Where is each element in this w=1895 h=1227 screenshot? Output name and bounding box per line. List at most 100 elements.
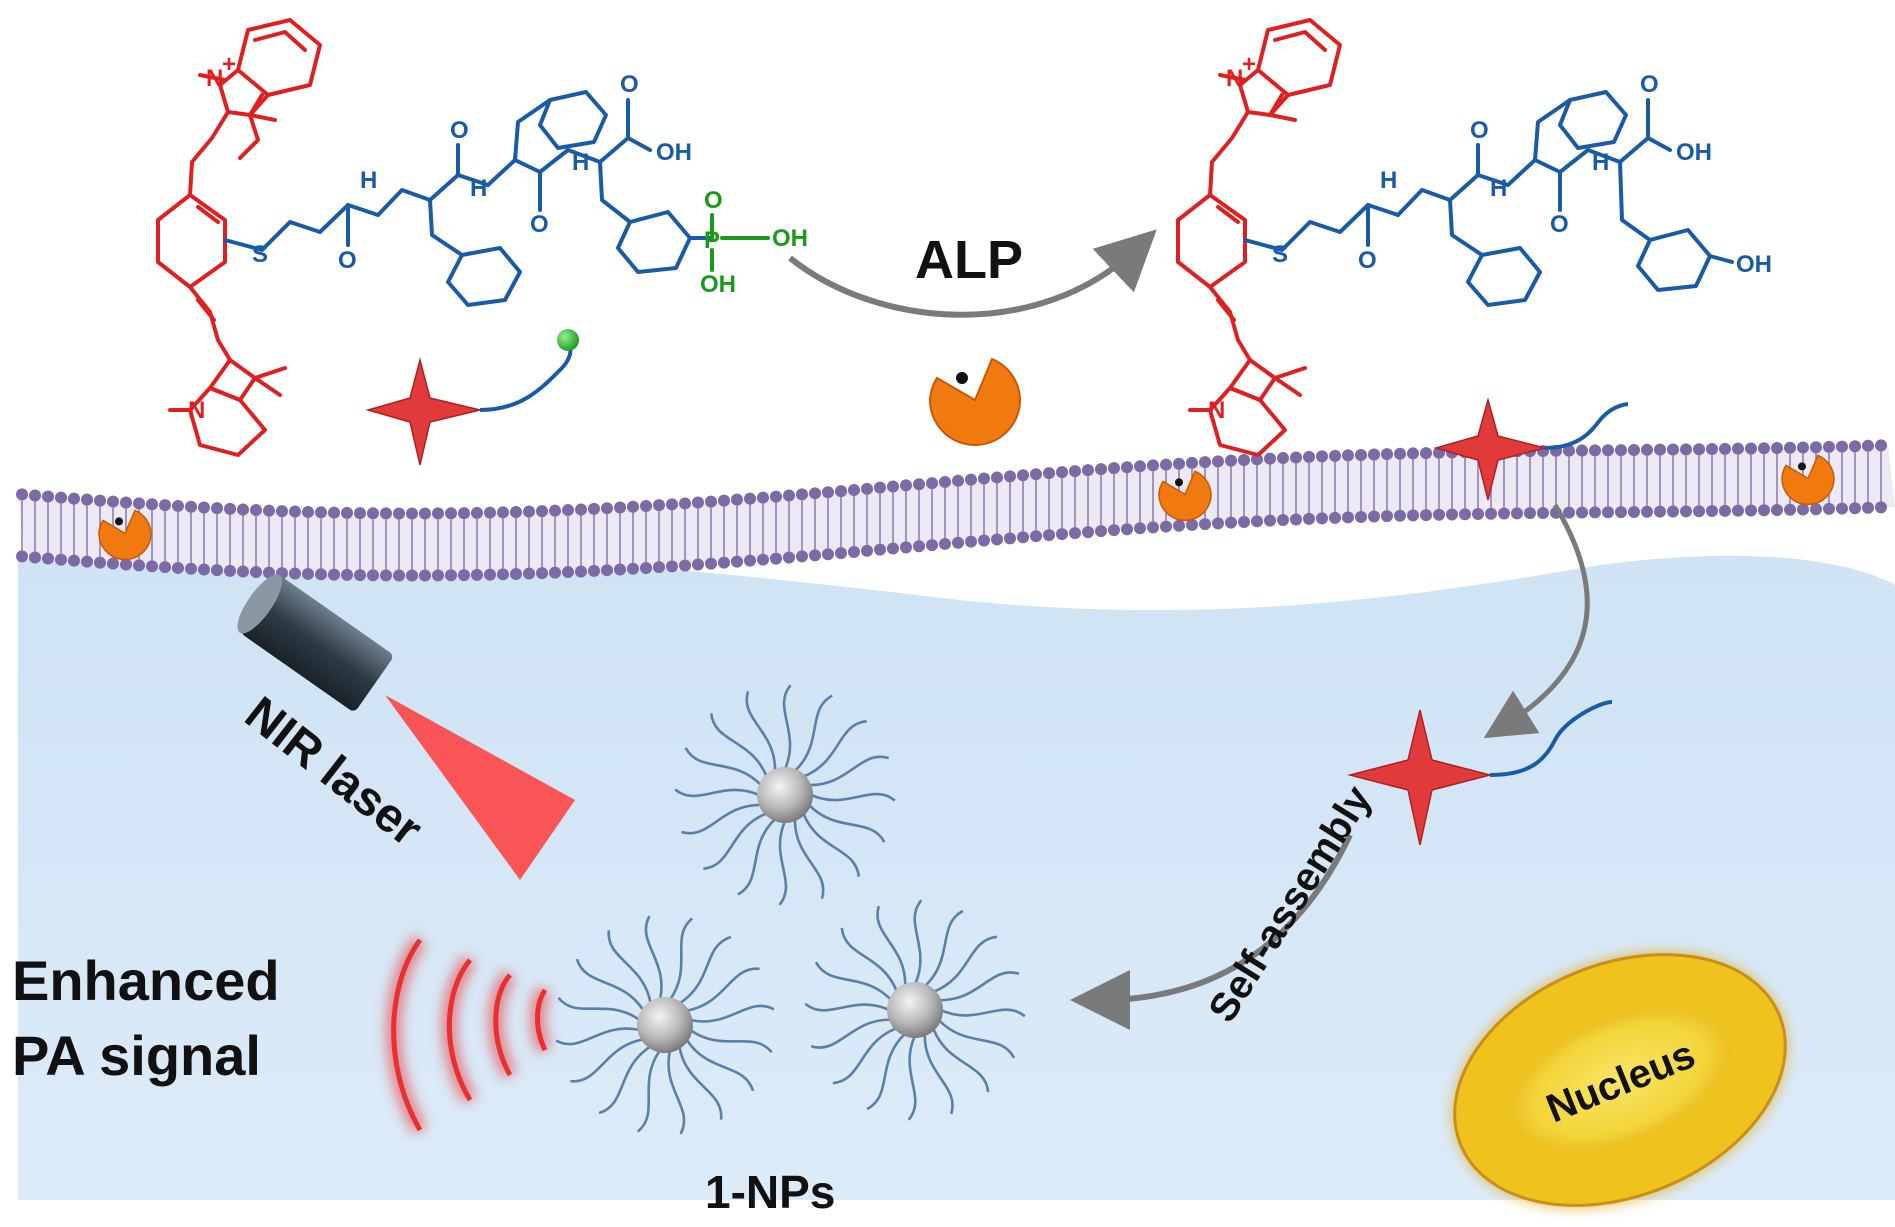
peptide-1p [223,90,714,307]
nanoparticle-core [757,767,813,823]
lipid-head [991,471,1003,484]
lipid-head [458,569,470,582]
lipid-head [289,505,301,518]
lipid-head [263,566,275,579]
lipid-head [250,504,262,517]
lipid-head [1628,505,1640,518]
lipid-head [42,490,54,503]
lipid-head [1017,469,1029,482]
signal-label-line1: Enhanced [12,949,280,1012]
lipid-head [1030,468,1042,481]
lipid-head [29,551,41,564]
lipid-head [380,569,392,582]
lipid-head [42,552,54,565]
lipid-head [1212,455,1224,468]
atom-s-1: S [1272,241,1288,268]
lipid-head [1667,443,1679,456]
lipid-head [1862,439,1874,452]
lipid-head [1615,506,1627,519]
lipid-head [1095,525,1107,538]
phosphate-group [710,213,770,272]
nanoparticle-arm [636,1049,661,1133]
lipid-head [1823,440,1835,453]
lipid-head [380,507,392,520]
lipid-head [497,506,509,519]
nanoparticle-arm [667,1050,686,1135]
nanoparticle-arm [804,1002,890,1012]
lipid-head [744,492,756,505]
atom-n-1p: N [188,397,205,424]
lipid-head [1771,442,1783,455]
self-assembly-arrow [1070,833,1353,1030]
lipid-head [1069,465,1081,478]
nanoparticle-arm [669,917,694,1001]
membrane-alp-enzyme [98,509,152,561]
nanoparticle-arm [793,818,825,899]
lipid-head [341,568,353,581]
lipid-head [1160,458,1172,471]
atom-nh3-1: H [1592,149,1609,176]
lipid-head [1524,507,1536,520]
nanoparticle-arm [924,909,964,987]
lipid-head [1056,466,1068,479]
lipid-head [679,497,691,510]
lipid-head [1563,506,1575,519]
lipid-head [185,562,197,575]
lipid-head [549,504,561,517]
lipid-head [458,507,470,520]
lipid-head [1264,514,1276,527]
lipid-head [1329,449,1341,462]
nanoparticle-arm [690,1004,775,1023]
lipid-head [1654,443,1666,456]
lipid-head [601,502,613,515]
lipid-head [796,488,808,501]
lipid-head [1680,505,1692,518]
lipid-head [926,539,938,552]
lipid-head [1732,504,1744,517]
nanoparticle-core [887,982,943,1038]
lipid-head [1368,448,1380,461]
lipid-head [900,479,912,492]
lipid-head [1225,516,1237,529]
atom-nh2-1: H [1490,175,1507,202]
lipid-head [1251,515,1263,528]
lipid-head [575,503,587,516]
lipid-head [1342,511,1354,524]
nanoparticles-label: 1-NPs [705,1166,835,1218]
lipid-head [159,499,171,512]
lipid-head [848,545,860,558]
atom-o2-1: O [1470,117,1489,144]
lipid-head [185,500,197,513]
lipid-head [237,565,249,578]
lipid-head [1472,507,1484,520]
lipid-head [1095,463,1107,476]
lipid-head [510,505,522,518]
lipid-head [315,568,327,581]
lipid-head [614,501,626,514]
lipid-head [1108,462,1120,475]
lipid-head [497,568,509,581]
lipid-head [1121,523,1133,536]
lipid-head [1004,532,1016,545]
nanoparticle-arm [644,915,663,1000]
lipid-head [952,536,964,549]
lipid-head [1745,504,1757,517]
lipid-head [1082,526,1094,539]
lipid-head [1420,447,1432,460]
lipid-head [1810,503,1822,516]
lipid-head [1576,444,1588,457]
lipid-head [1459,508,1471,521]
lipid-head [536,567,548,580]
lipid-head [1771,504,1783,517]
lipid-head [1355,510,1367,523]
lipid-head [1875,501,1887,514]
lipid-head [1017,531,1029,544]
lipid-head [757,553,769,566]
cyanine-dye-1p [156,18,322,457]
lipid-head [627,500,639,513]
lipid-head [1680,443,1692,456]
lipid-head [1784,441,1796,454]
lipid-head [1784,503,1796,516]
nanoparticles-1-nps [555,684,1026,1135]
lipid-head [341,506,353,519]
